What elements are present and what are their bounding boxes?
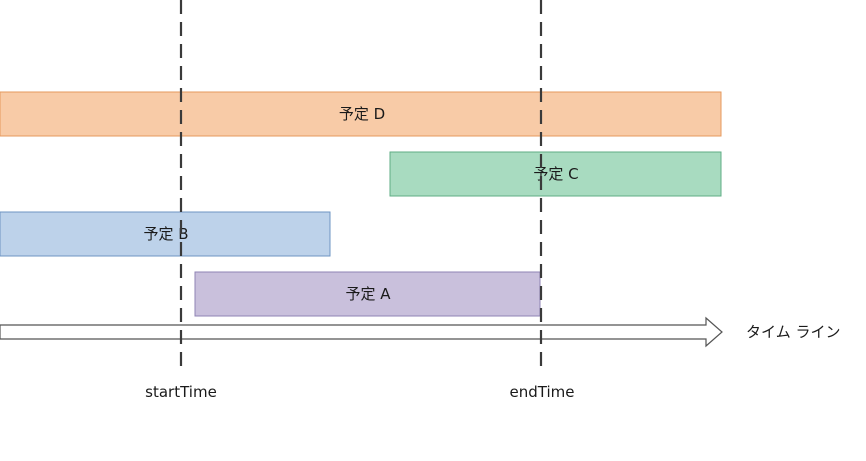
schedule-c-label: 予定 C [533,165,578,183]
schedule-b-bar [0,211,331,257]
timeline-label: タイム ライン [746,323,840,341]
schedule-d: 予定 D [0,91,722,137]
end-time-label: endTime [510,383,575,401]
schedule-c-bar [389,151,722,197]
schedule-b-label: 予定 B [143,225,188,243]
schedule-a-bar [194,271,541,317]
schedule-a: 予定 A [194,271,541,317]
schedule-d-label: 予定 D [339,105,385,123]
schedule-c: 予定 C [389,151,722,197]
schedule-b: 予定 B [0,211,331,257]
timeline-arrow [0,316,723,348]
schedule-d-bar [0,91,722,137]
start-time-label: startTime [145,383,217,401]
schedule-a-label: 予定 A [345,285,391,303]
